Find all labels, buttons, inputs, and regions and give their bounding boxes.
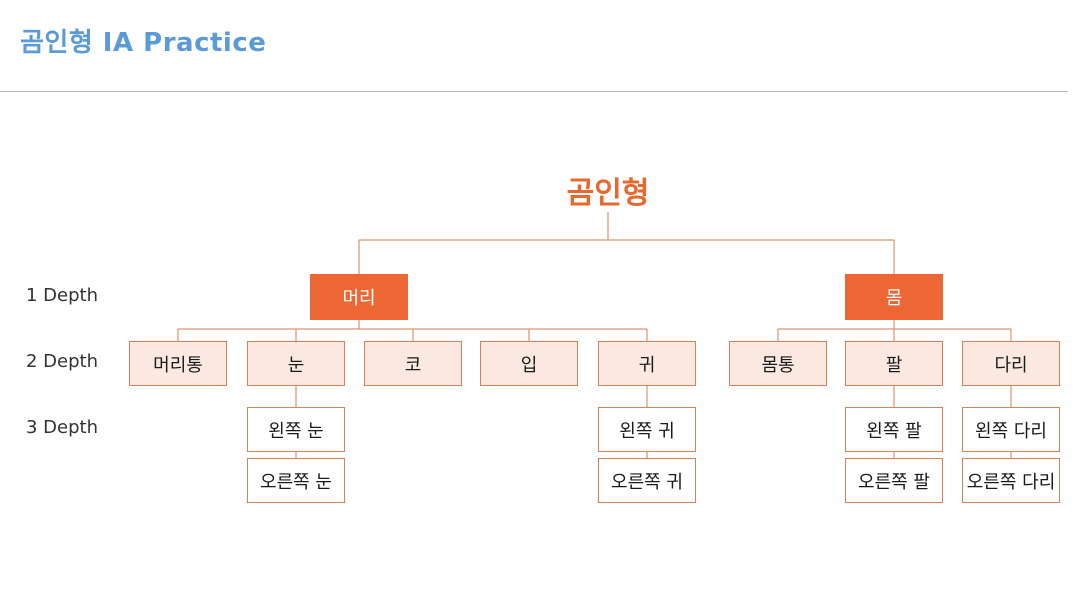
depth-label-3: 3 Depth [26,417,98,438]
node-body: 몸 [845,274,943,320]
node-left-arm: 왼쪽 팔 [845,407,943,452]
page-title: 곰인형 IA Practice [20,28,267,58]
depth-label-2: 2 Depth [26,351,98,372]
node-right-ear: 오른쪽 귀 [598,458,696,503]
node-right-arm: 오른쪽 팔 [845,458,943,503]
header-divider [0,91,1068,92]
depth-label-1: 1 Depth [26,285,98,306]
node-right-leg: 오른쪽 다리 [962,458,1060,503]
node-skull: 머리통 [129,341,227,386]
node-mouth: 입 [480,341,578,386]
node-torso: 몸통 [729,341,827,386]
node-head: 머리 [310,274,408,320]
node-leg: 다리 [962,341,1060,386]
node-right-eye: 오른쪽 눈 [247,458,345,503]
node-left-eye: 왼쪽 눈 [247,407,345,452]
node-nose: 코 [364,341,462,386]
root-node: 곰인형 [566,176,650,211]
node-ear: 귀 [598,341,696,386]
node-left-ear: 왼쪽 귀 [598,407,696,452]
node-eye: 눈 [247,341,345,386]
node-arm: 팔 [845,341,943,386]
node-left-leg: 왼쪽 다리 [962,407,1060,452]
